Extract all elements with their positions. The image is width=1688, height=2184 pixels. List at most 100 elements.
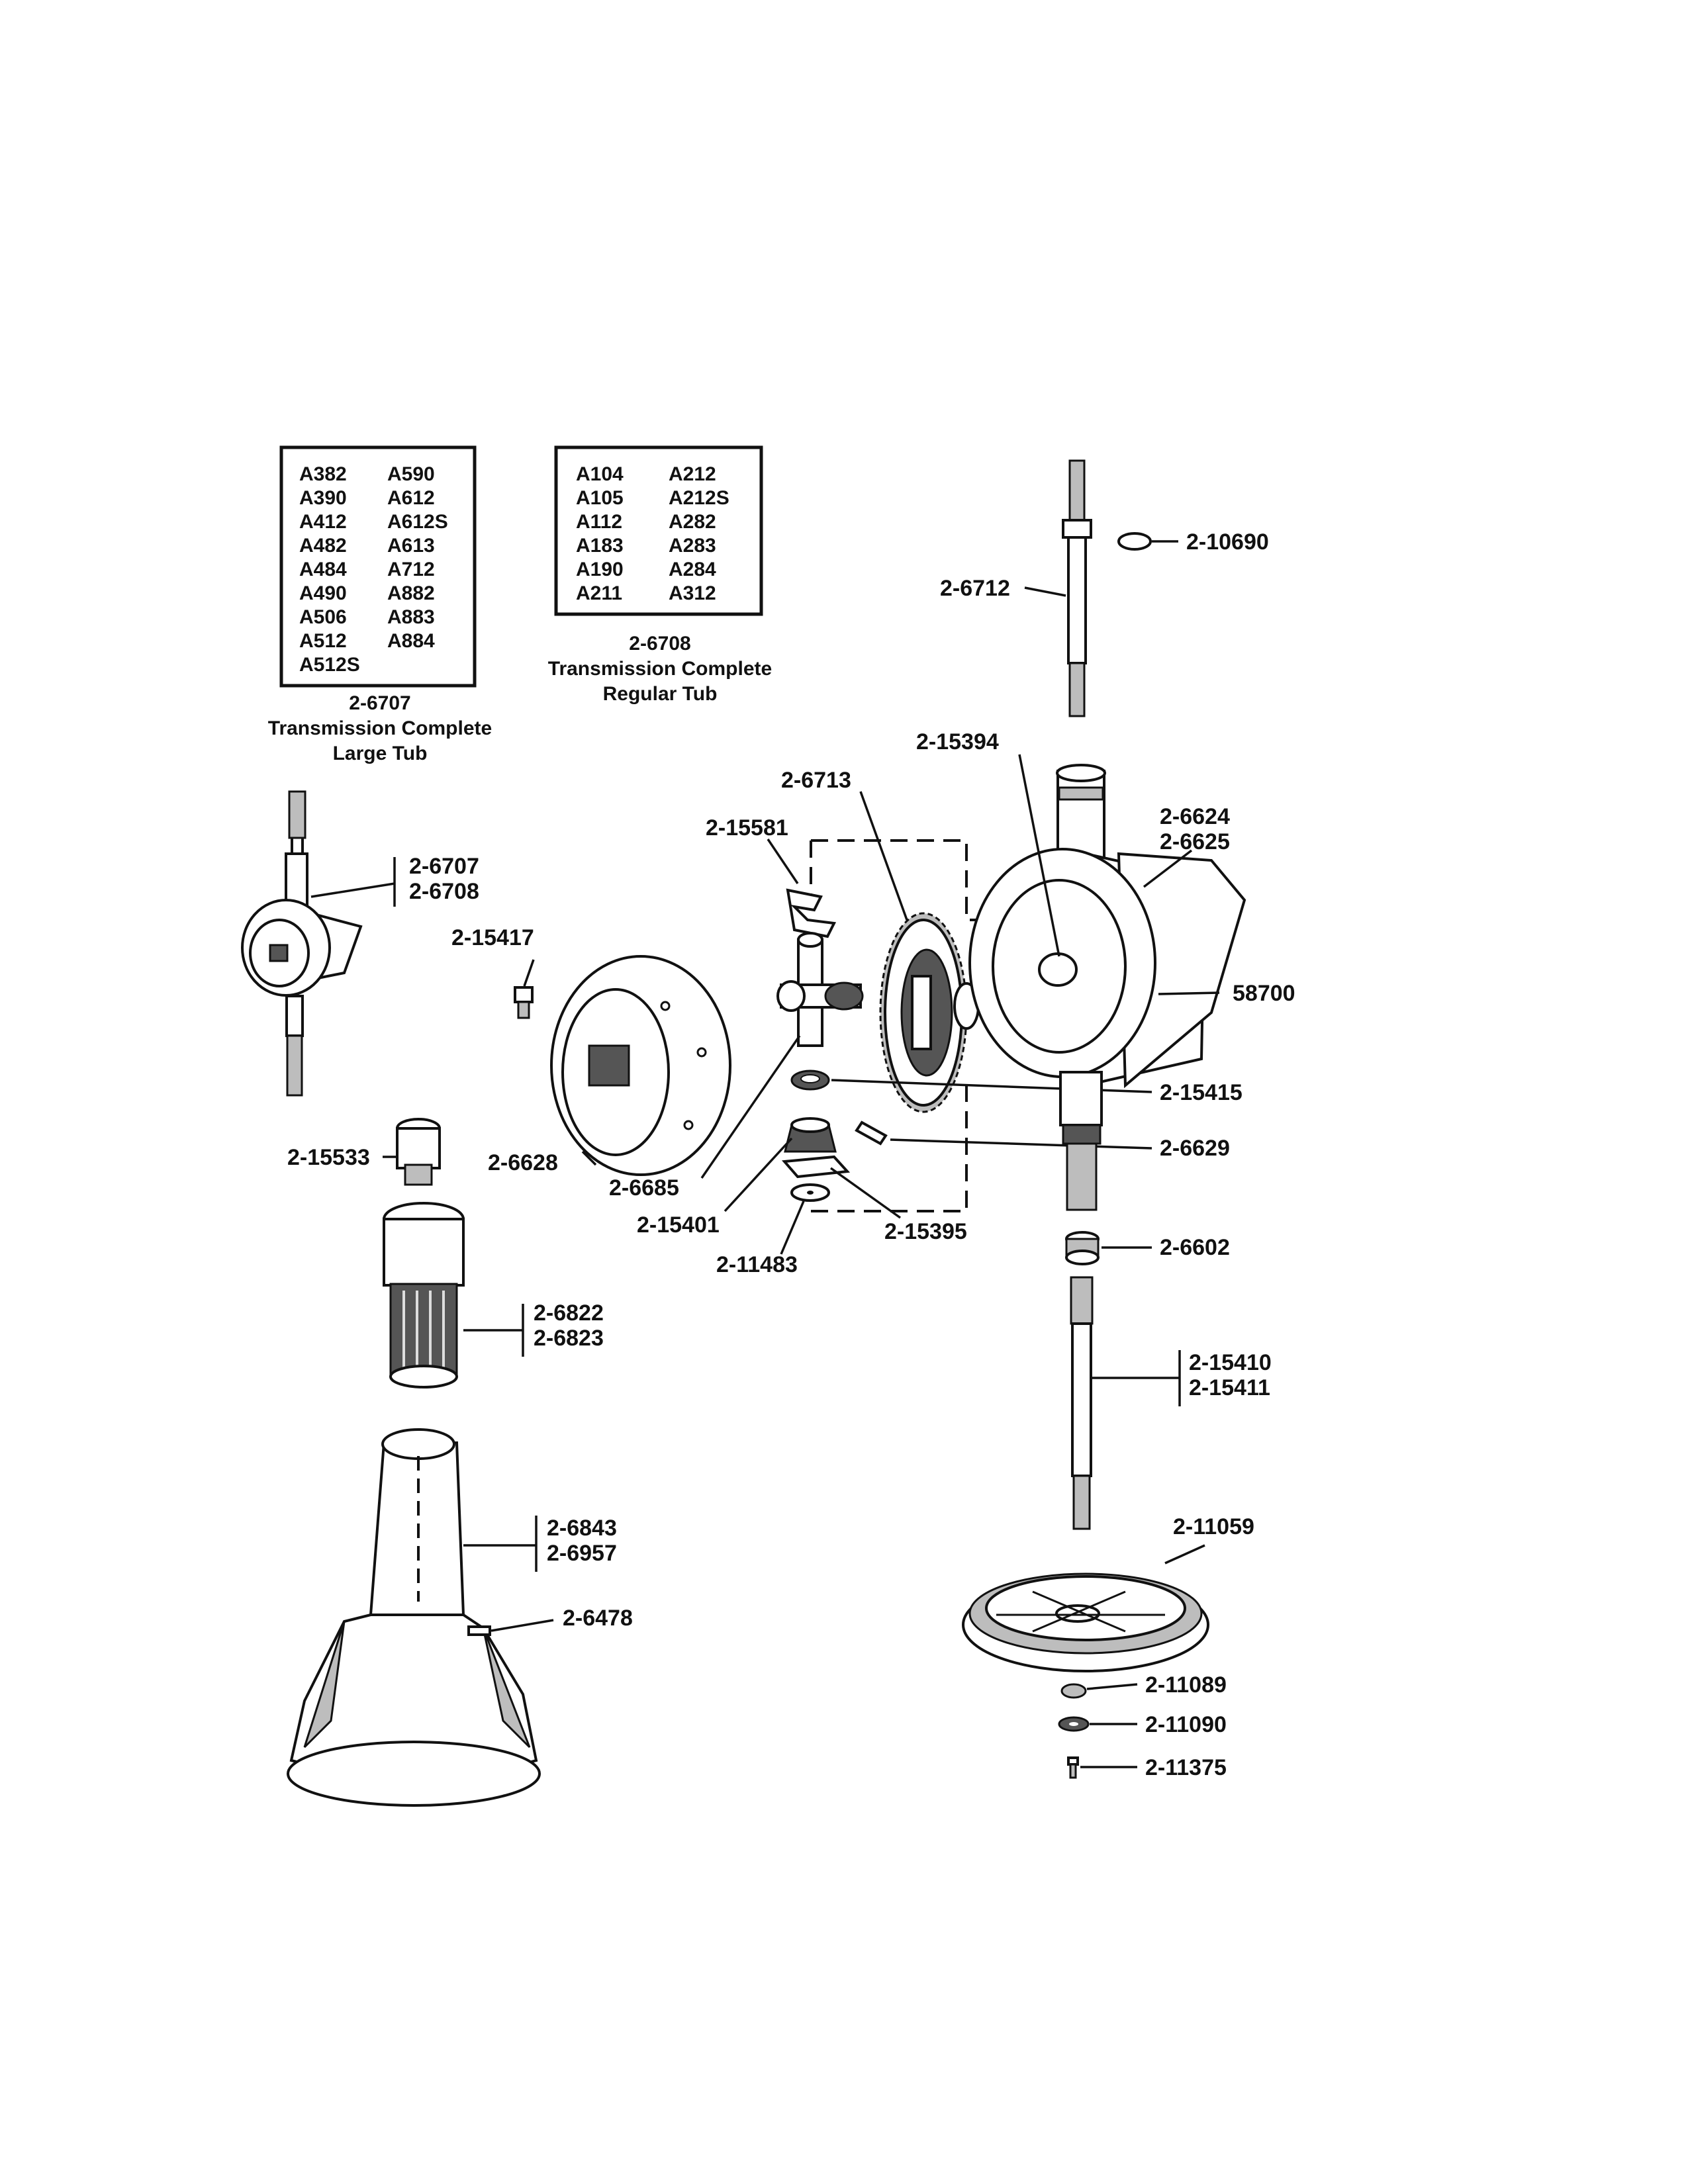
screw-2-11375 [1067,1756,1079,1779]
bevel-gear-2-15401 [784,1117,837,1153]
model-number: A284 [669,559,716,580]
filter-2-6822 [383,1202,465,1388]
model-number: A884 [387,630,435,652]
leader-2-6628 [581,1150,597,1166]
gear-case-2-6624 [968,764,1246,1211]
model-number: A590 [387,463,435,485]
model-number: A882 [387,582,435,604]
filter-cap-2-15533 [396,1118,441,1186]
leader-58700 [1158,991,1220,995]
caption-part-number: 2-6708 [629,633,690,655]
model-number: A712 [387,559,435,580]
pulley-2-11059 [962,1572,1209,1672]
callout-2-6707: 2-6707 [409,854,479,879]
o-ring-2-10690 [1117,532,1152,551]
nut-2-11089 [1060,1683,1087,1699]
callout-2-6602: 2-6602 [1160,1235,1230,1260]
model-number: A390 [299,487,347,509]
leader-2-6685 [700,1035,801,1179]
leader-2-6629 [890,1138,1152,1150]
callout-2-6843: 2-6843 [547,1516,617,1541]
plate-2-15395 [781,1155,851,1179]
callout-2-15411: 2-15411 [1189,1375,1270,1400]
callout-2-15395: 2-15395 [884,1219,967,1244]
model-box-large-tub: A382 A390 A412 A482 A484 A490 A506 A512 … [268,445,492,764]
leader-2-6624 [1143,849,1193,888]
model-number: A212 [669,463,716,485]
shaft-2-6712 [1062,459,1092,717]
transmission-complete-illustration [241,790,363,1097]
caption-subtitle: Regular Tub [603,683,718,705]
model-number: A190 [576,559,624,580]
callout-2-11375: 2-11375 [1145,1755,1227,1780]
model-number: A883 [387,606,435,628]
model-number: A484 [299,559,347,580]
model-number: A211 [576,582,622,604]
callout-2-6629: 2-6629 [1160,1136,1230,1161]
pinion-shaft-2-6685 [776,932,864,1047]
model-list-regular-tub-col1: A104 A105 A112 A183 A190 A211 [576,463,624,604]
callout-2-15581: 2-15581 [706,815,788,841]
model-number: A382 [299,463,347,485]
callout-2-6823: 2-6823 [534,1326,604,1351]
model-list-regular-tub-col2: A212 A212S A282 A283 A284 A312 [669,463,729,604]
model-number: A112 [576,511,622,533]
leader-2-6707-bracket [310,857,396,907]
washer-2-11483 [790,1183,830,1202]
callout-2-11483: 2-11483 [716,1252,798,1277]
washer-2-11090 [1058,1716,1090,1732]
callout-2-6708: 2-6708 [409,879,479,904]
leader-2-15395 [829,1167,902,1219]
screw-2-6478 [467,1625,491,1636]
leader-2-15401 [724,1137,793,1212]
leader-2-11483 [780,1201,805,1255]
model-number: A612 [387,487,435,509]
callout-2-15410: 2-15410 [1189,1350,1272,1375]
model-number: A183 [576,535,624,557]
model-number: A312 [669,582,716,604]
callout-2-15401: 2-15401 [637,1212,720,1238]
model-number: A512S [299,654,360,676]
model-list-large-tub-col2: A590 A612 A612S A613 A712 A882 A883 A884 [387,463,448,652]
assembly-guide-line [811,1085,968,1212]
caption-part-number: 2-6707 [349,692,410,714]
callout-2-10690: 2-10690 [1186,529,1269,555]
callout-2-6713: 2-6713 [781,768,851,793]
callout-2-11089: 2-11089 [1145,1672,1227,1698]
callout-2-11090: 2-11090 [1145,1712,1227,1737]
screw-2-15417 [514,986,534,1019]
model-number: A412 [299,511,347,533]
callout-2-15417: 2-15417 [451,925,534,950]
callout-2-6624: 2-6624 [1160,804,1230,829]
washer-2-15415 [790,1069,830,1091]
model-number: A212S [669,487,729,509]
leader-2-6713 [859,791,908,921]
caption-title: Transmission Complete [268,717,492,739]
model-number: A512 [299,630,347,652]
model-number: A506 [299,606,347,628]
model-number: A282 [669,511,716,533]
model-number: A482 [299,535,347,557]
leader-2-11089 [1086,1683,1138,1690]
leader-2-11059 [1164,1544,1205,1565]
callout-2-15394: 2-15394 [916,729,999,754]
model-number: A105 [576,487,624,509]
model-number: A490 [299,582,347,604]
pin-2-6629 [855,1120,888,1146]
clip-2-15581 [786,888,837,938]
caption-subtitle: Large Tub [333,743,428,764]
callout-2-11059: 2-11059 [1173,1514,1254,1539]
caption-title: Transmission Complete [548,658,772,680]
callout-2-15533: 2-15533 [287,1145,370,1170]
leader-2-6843-bracket [463,1516,538,1572]
callout-2-15415: 2-15415 [1160,1080,1243,1105]
model-box-regular-tub: A104 A105 A112 A183 A190 A211 A212 A212S… [548,445,772,705]
leader-2-15394 [1018,754,1060,957]
callout-2-6957: 2-6957 [547,1541,617,1566]
bushing-2-6602 [1065,1231,1100,1265]
model-number: A613 [387,535,435,557]
leader-2-15417 [523,959,535,987]
leader-2-6478 [491,1619,554,1632]
model-number: A104 [576,463,624,485]
